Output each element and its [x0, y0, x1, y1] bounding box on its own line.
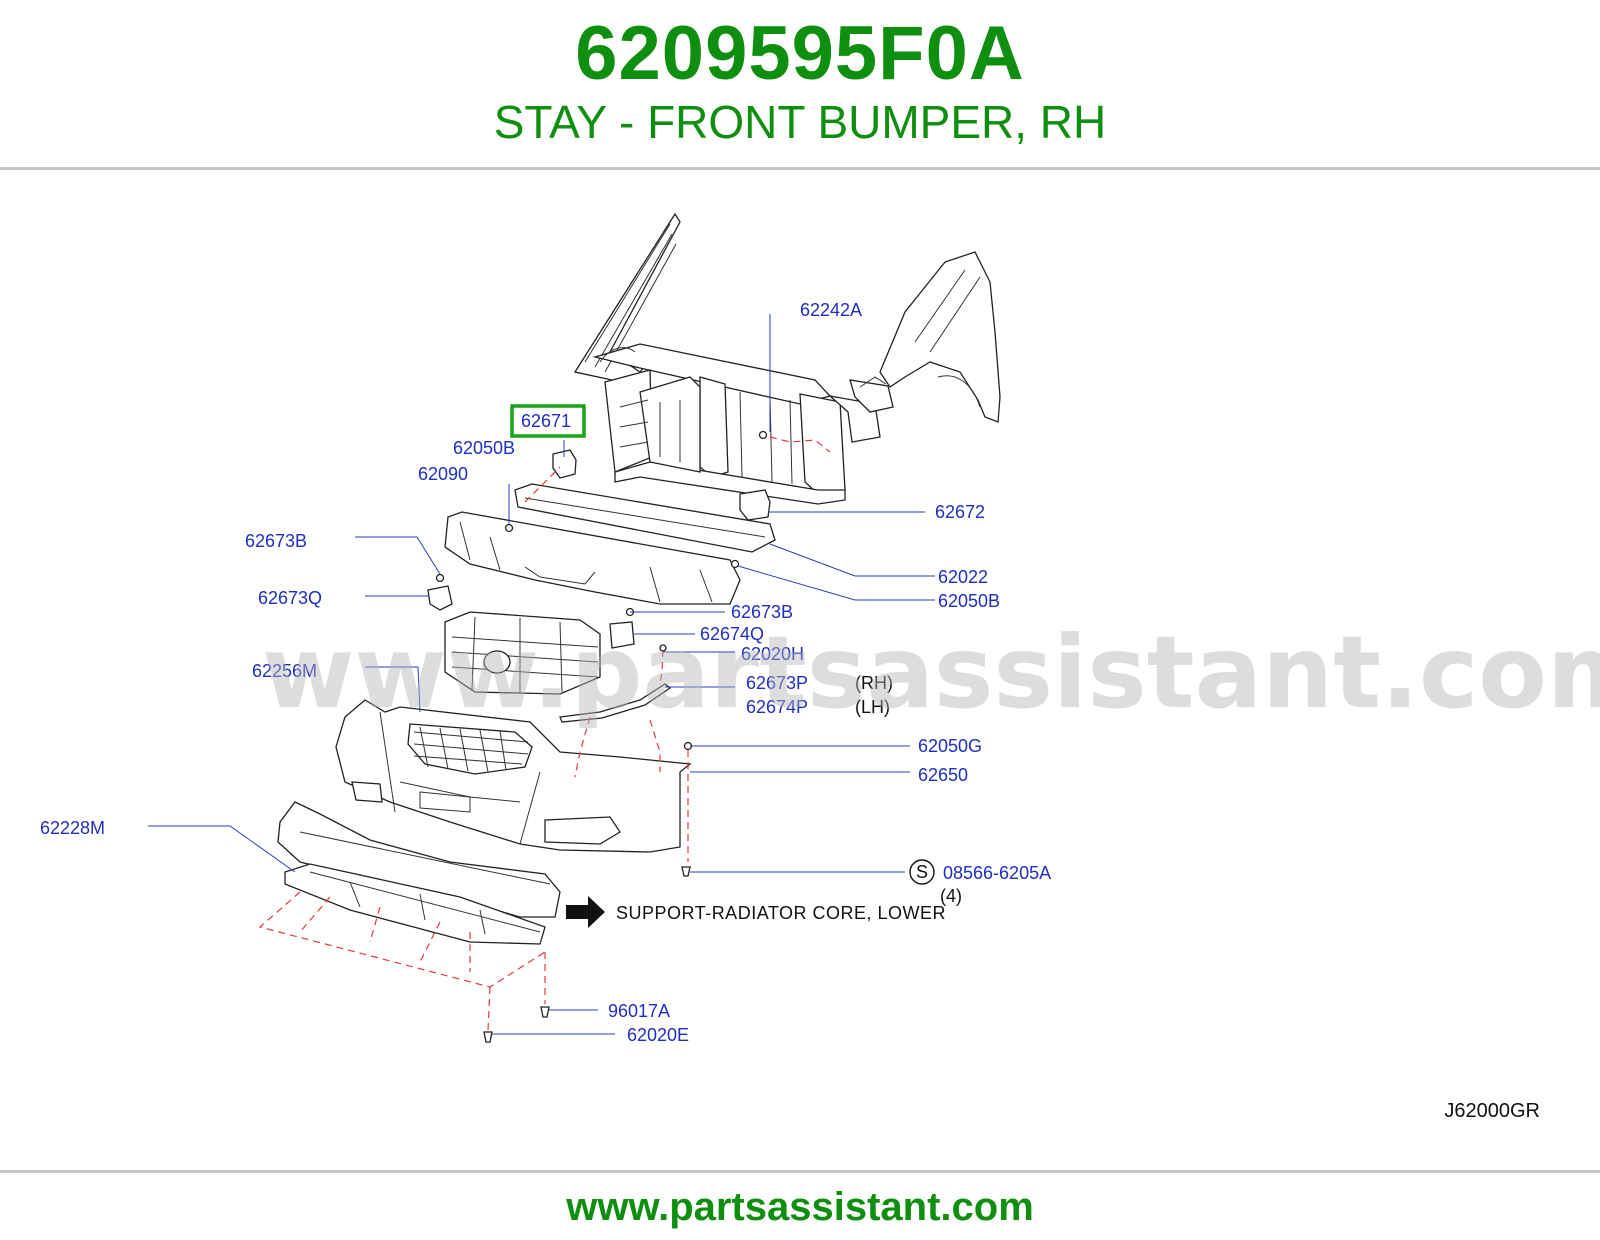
- callout-62673q[interactable]: 62673Q: [258, 588, 322, 608]
- callout-62022[interactable]: 62022: [938, 567, 988, 587]
- callout-62673p[interactable]: 62673P: [746, 673, 808, 693]
- diagram-reference-code: J62000GR: [1444, 1100, 1540, 1122]
- page-header: 6209595F0A STAY - FRONT BUMPER, RH: [0, 0, 1600, 168]
- support-radiator-note: SUPPORT-RADIATOR CORE, LOWER: [616, 903, 946, 923]
- under-cover-drawing: [277, 801, 561, 945]
- bracket-62674q-drawing: [609, 621, 635, 649]
- bracket-62673q-drawing: [427, 585, 453, 611]
- stay-front-bumper-lh-drawing: [739, 489, 771, 521]
- front-grille-drawing: [444, 611, 601, 695]
- arrow-right-icon: [566, 896, 605, 928]
- callout-62650[interactable]: 62650: [918, 765, 968, 785]
- callout-62674q[interactable]: 62674Q: [700, 624, 764, 644]
- callout-62090[interactable]: 62090: [418, 464, 468, 484]
- callout-62673b-mid[interactable]: 62673B: [731, 602, 793, 622]
- leader-lines: [148, 314, 935, 1035]
- bumper-molding-drawing: [559, 683, 672, 723]
- header-divider: [0, 167, 1600, 170]
- exploded-view-svg: S 62242A 62671 62050B 62090 62672 62673B…: [40, 212, 1600, 1045]
- screw-symbol-circle: [909, 859, 935, 885]
- part-number-title: 6209595F0A: [575, 11, 1025, 96]
- callout-62020e[interactable]: 62020E: [627, 1025, 689, 1045]
- screw-symbol: S: [916, 862, 928, 882]
- callout-62050g[interactable]: 62050G: [918, 736, 982, 756]
- side-label-rh: (RH): [855, 673, 893, 693]
- stay-front-bumper-rh-drawing: [552, 449, 577, 479]
- energy-absorber-drawing: [444, 511, 741, 605]
- callout-08566-6205a[interactable]: 08566-6205A: [943, 863, 1051, 883]
- callout-62242a[interactable]: 62242A: [800, 300, 862, 320]
- assembly-dash-lines: [258, 436, 831, 1031]
- parts-diagram: S 62242A 62671 62050B 62090 62672 62673B…: [0, 172, 1600, 1167]
- callout-62256m[interactable]: 62256M: [252, 661, 317, 681]
- radiator-core-support-drawing: [573, 212, 1001, 505]
- selected-part-highlight: [510, 404, 586, 438]
- callout-62050b-top[interactable]: 62050B: [453, 438, 515, 458]
- side-label-lh: (LH): [855, 697, 890, 717]
- screw-quantity: (4): [940, 886, 962, 906]
- part-description: STAY - FRONT BUMPER, RH: [493, 96, 1107, 148]
- callout-62020h[interactable]: 62020H: [741, 644, 804, 664]
- watermark-text: www.partsassistant.com: [262, 614, 1600, 731]
- callout-62672[interactable]: 62672: [935, 502, 985, 522]
- front-bumper-fascia-drawing: [335, 699, 692, 853]
- callout-62228m[interactable]: 62228M: [40, 818, 105, 838]
- callout-62673b-left[interactable]: 62673B: [245, 531, 307, 551]
- fastener-drawings: [435, 430, 768, 1043]
- callout-96017a[interactable]: 96017A: [608, 1001, 670, 1021]
- footer-divider: [0, 1170, 1600, 1173]
- callout-62050b-right[interactable]: 62050B: [938, 591, 1000, 611]
- callout-62671-selected[interactable]: 62671: [521, 411, 571, 431]
- footer-website-link[interactable]: www.partsassistant.com: [566, 1185, 1034, 1229]
- callout-62674p[interactable]: 62674P: [746, 697, 808, 717]
